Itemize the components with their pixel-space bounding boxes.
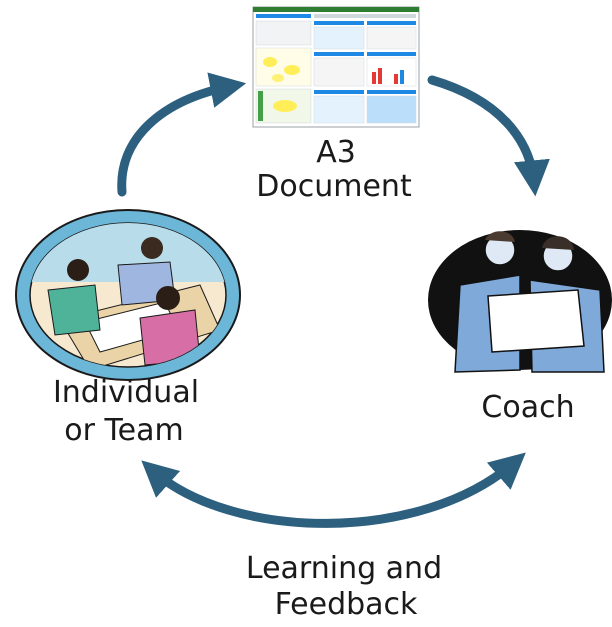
team-label-line1: Individual: [53, 375, 199, 410]
team-meeting-illustration: [15, 209, 241, 381]
cycle-label-line2: Feedback: [275, 587, 418, 622]
document-label-line2: Document: [256, 169, 412, 204]
coach-label: Coach: [481, 390, 574, 425]
team-label-line2: or Team: [64, 413, 184, 448]
arrow-team-to-document: [117, 72, 247, 197]
coach-pair-illustration: [428, 230, 612, 373]
document-label-line1: A3: [316, 135, 356, 170]
arrow-coach-to-team-bidirectional: [141, 452, 526, 528]
cycle-label-line1: Learning and: [246, 551, 442, 586]
a3-document-thumbnail: [252, 6, 420, 128]
arrow-document-to-coach: [427, 75, 550, 197]
